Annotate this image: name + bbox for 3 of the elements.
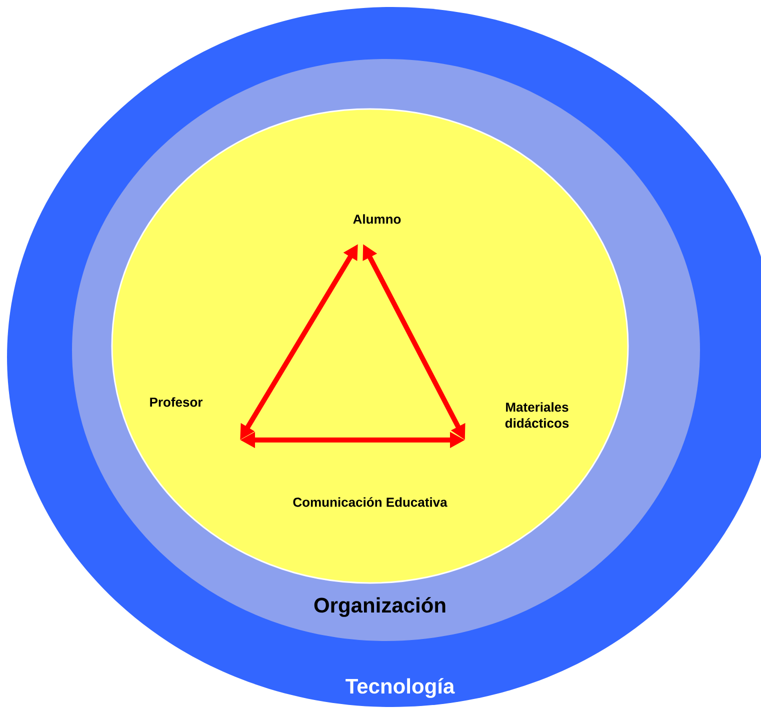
node-label: Materiales didácticos bbox=[505, 402, 569, 428]
node-label: Profesor bbox=[150, 397, 203, 407]
node-label: Alumno bbox=[353, 214, 401, 224]
